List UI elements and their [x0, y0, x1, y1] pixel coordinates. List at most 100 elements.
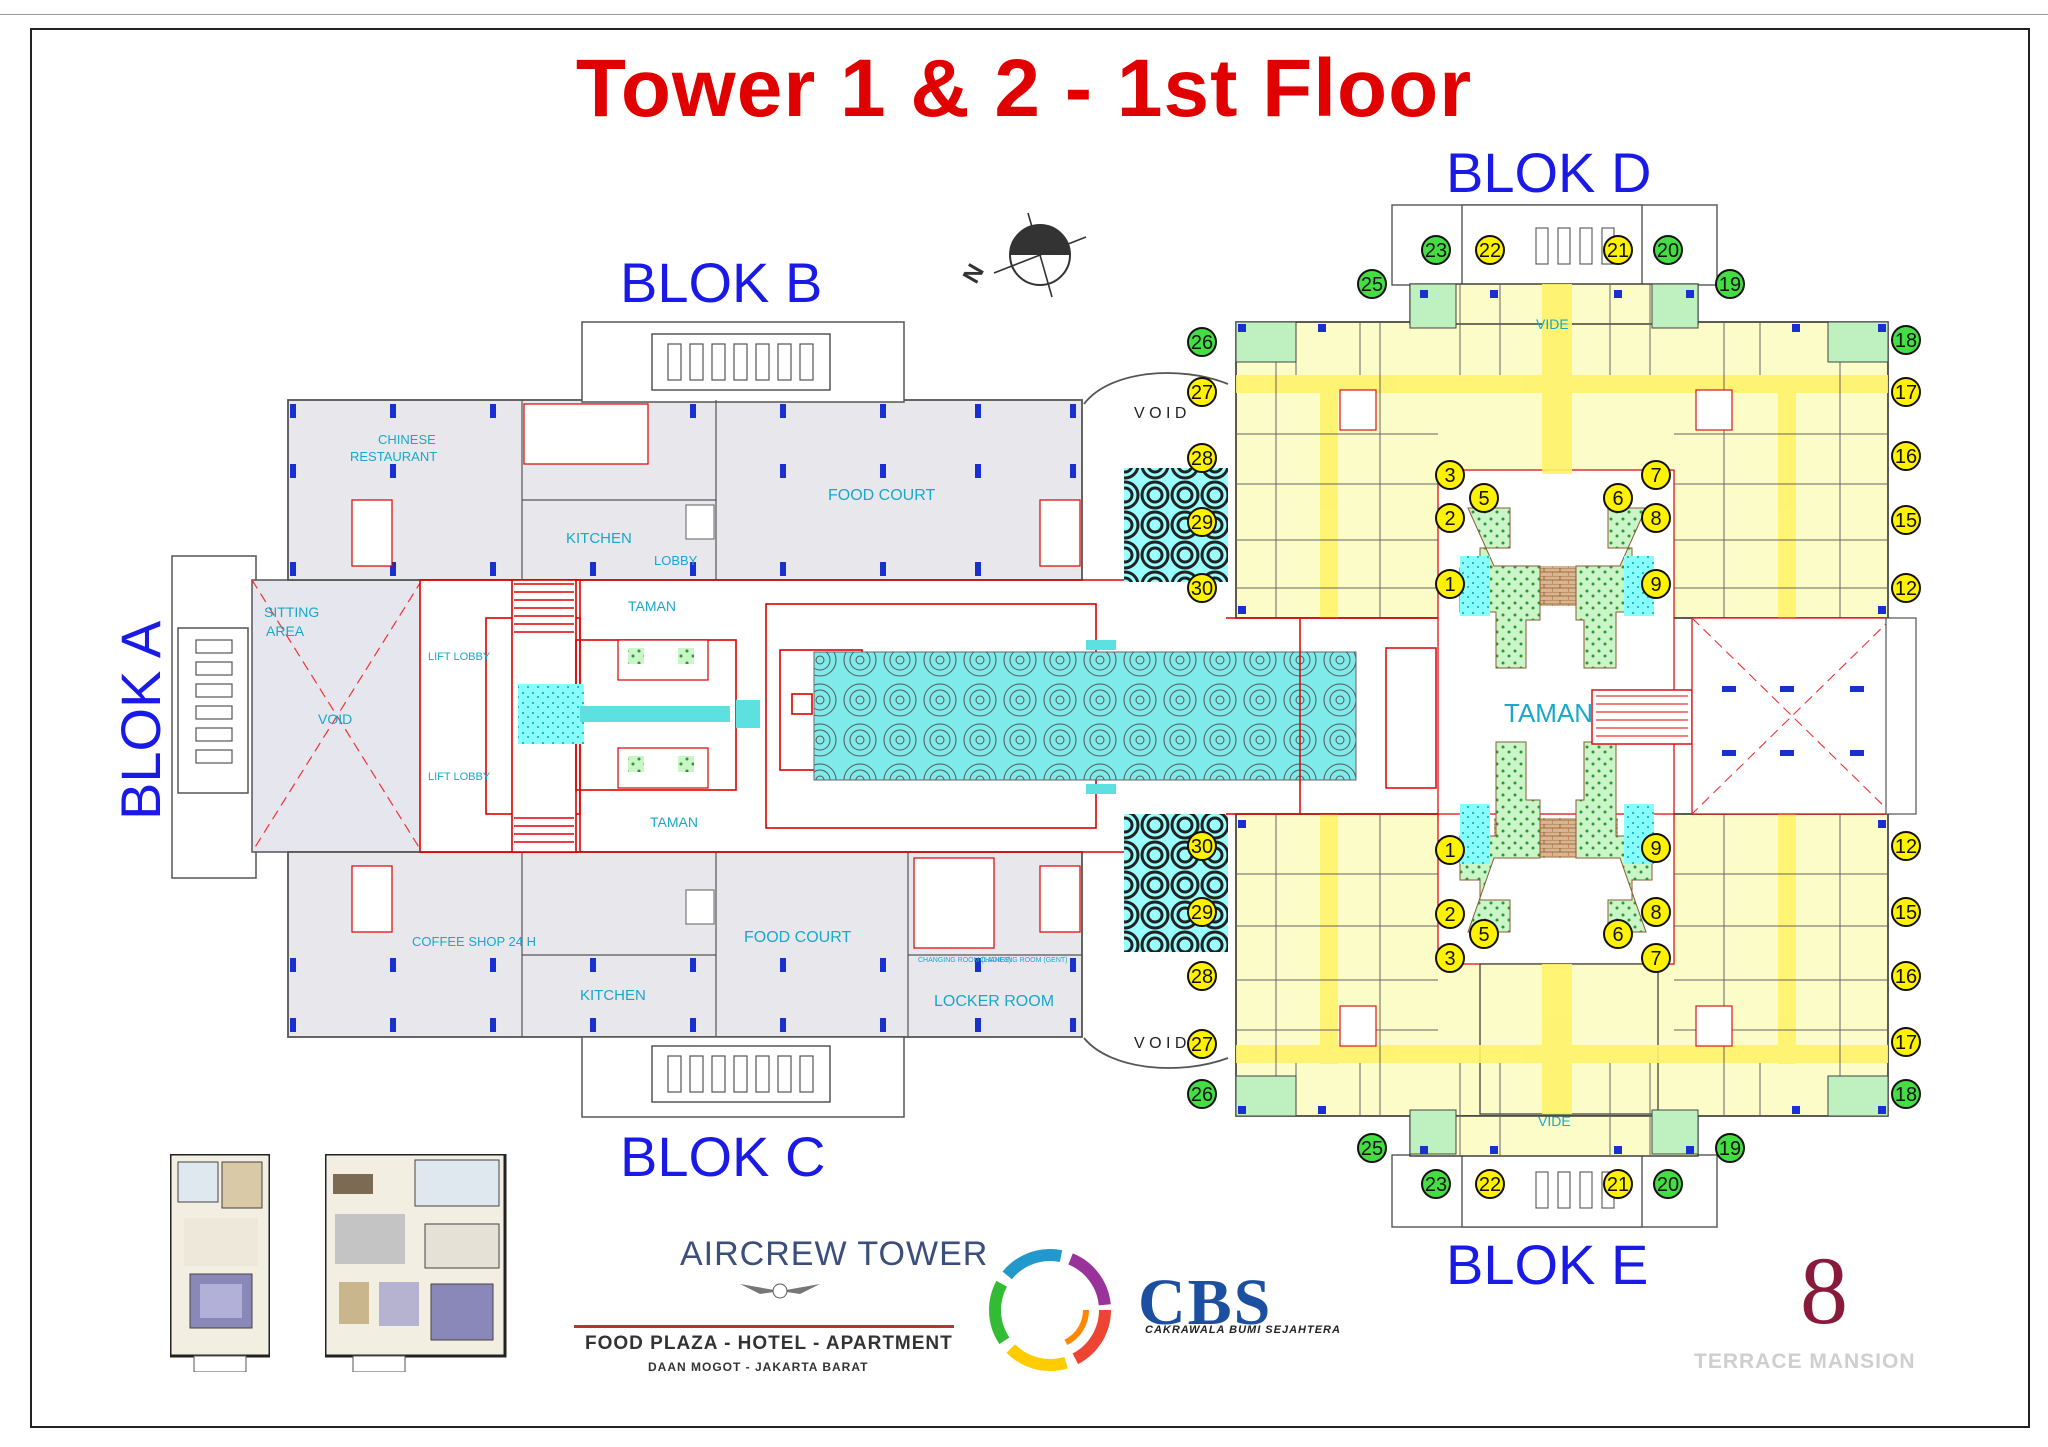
unit-number: 21 [1607, 1174, 1629, 1196]
terrace-mansion-logo: 8 [1800, 1237, 1848, 1344]
unit-marker-circle [1891, 377, 1921, 407]
unit-plan-studio [170, 1154, 270, 1372]
unit-marker-circle [1187, 443, 1217, 473]
unit-marker-circle [1187, 377, 1217, 407]
location-text: DAAN MOGOT - JAKARTA BARAT [648, 1360, 869, 1374]
label-lift-lobby-2: LIFT LOBBY [428, 771, 491, 783]
aircrew-logo: AIRCREW TOWER [680, 1235, 989, 1273]
unit-number: 17 [1895, 1032, 1917, 1054]
cbs-subtitle: CAKRAWALA BUMI SEJAHTERA [1145, 1324, 1341, 1336]
unit-number: 21 [1607, 240, 1629, 262]
label-blok-b: BLOK B [620, 251, 823, 314]
label-lift-lobby-1: LIFT LOBBY [428, 651, 491, 663]
unit-marker-circle [1435, 835, 1465, 865]
unit-marker-circle [1891, 897, 1921, 927]
label-vide-top: VIDE [1536, 316, 1569, 332]
unit-marker-circle [1187, 327, 1217, 357]
area-labels: CHINESE RESTAURANT FOOD COURT KITCHEN LO… [264, 316, 1593, 1129]
small-pool-west [518, 684, 584, 744]
water-channel [580, 706, 730, 722]
unit-number: 7 [1650, 465, 1661, 487]
unit-number: 3 [1444, 948, 1455, 970]
drawing-frame [30, 28, 2030, 1428]
cbs-ring-logo [989, 1249, 1111, 1371]
unit-number: 12 [1895, 578, 1917, 600]
unit-marker-circle [1641, 943, 1671, 973]
label-food-court-top: FOOD COURT [828, 487, 935, 504]
unit-number: 28 [1191, 448, 1213, 470]
unit-marker-circle [1715, 269, 1745, 299]
label-sitting-area-1: SITTING [264, 604, 319, 620]
unit-marker-circle [1641, 460, 1671, 490]
blok-a-wing [171, 555, 423, 879]
label-kitchen-top: KITCHEN [566, 530, 632, 547]
label-locker-room: LOCKER ROOM [934, 993, 1054, 1010]
unit-number: 6 [1612, 488, 1623, 510]
unit-marker-circle [1653, 1169, 1683, 1199]
label-blok-c: BLOK C [620, 1125, 826, 1188]
label-taman-bottom: TAMAN [650, 814, 698, 830]
terrace-mansion-text: TERRACE MANSION [1694, 1350, 1916, 1373]
label-changing-room-men: CHANGING ROOM (GENT) [980, 957, 1068, 964]
unit-number: 16 [1895, 446, 1917, 468]
central-pool [813, 651, 1357, 781]
unit-number: 19 [1719, 1138, 1741, 1160]
tagline: FOOD PLAZA - HOTEL - APARTMENT [585, 1333, 953, 1354]
unit-marker-circle [1435, 569, 1465, 599]
unit-number: 26 [1191, 1084, 1213, 1106]
unit-marker-circle [1603, 1169, 1633, 1199]
label-sitting-area-2: AREA [266, 623, 305, 639]
unit-marker-circle [1435, 943, 1465, 973]
unit-marker-circle [1421, 235, 1451, 265]
label-chinese-restaurant-2: RESTAURANT [350, 449, 437, 464]
unit-marker-circle [1641, 503, 1671, 533]
unit-number: 25 [1361, 274, 1383, 296]
unit-marker-circle [1187, 1079, 1217, 1109]
unit-number: 5 [1478, 488, 1489, 510]
unit-number: 26 [1191, 332, 1213, 354]
unit-number: 1 [1444, 574, 1455, 596]
label-lobby: LOBBY [654, 553, 698, 568]
unit-number: 9 [1650, 574, 1661, 596]
page-title: Tower 1 & 2 - 1st Floor [575, 43, 1473, 134]
podium-west [287, 321, 1083, 1118]
unit-number: 2 [1444, 904, 1455, 926]
label-void-bottom: V O I D [1134, 1035, 1186, 1052]
unit-marker-circle [1603, 483, 1633, 513]
unit-number: 7 [1650, 948, 1661, 970]
label-blok-a: BLOK A [109, 620, 172, 820]
unit-number: 19 [1719, 274, 1741, 296]
unit-marker-circle [1891, 505, 1921, 535]
label-taman-center: TAMAN [1504, 698, 1593, 728]
unit-number: 9 [1650, 838, 1661, 860]
unit-number: 18 [1895, 330, 1917, 352]
unit-plan-one-bedroom [325, 1154, 507, 1372]
cbs-logo: CBS [1138, 1266, 1273, 1339]
unit-marker-circle [1187, 573, 1217, 603]
unit-marker-circle [1435, 899, 1465, 929]
unit-number: 30 [1191, 578, 1213, 600]
unit-number: 3 [1444, 465, 1455, 487]
unit-number: 16 [1895, 966, 1917, 988]
unit-marker-circle [1469, 919, 1499, 949]
unit-marker-circle [1469, 483, 1499, 513]
label-food-court-bottom: FOOD COURT [744, 929, 851, 946]
unit-marker-circle [1603, 919, 1633, 949]
unit-marker-circle [1891, 961, 1921, 991]
unit-marker-circle [1891, 325, 1921, 355]
label-vide-bottom: VIDE [1538, 1113, 1571, 1129]
unit-marker-circle [1891, 573, 1921, 603]
unit-number: 29 [1191, 512, 1213, 534]
unit-marker-circle [1187, 831, 1217, 861]
label-blok-d: BLOK D [1446, 141, 1652, 204]
unit-marker-circle [1891, 441, 1921, 471]
unit-number: 6 [1612, 924, 1623, 946]
unit-marker-circle [1475, 1169, 1505, 1199]
unit-number: 1 [1444, 840, 1455, 862]
unit-marker-circle [1891, 831, 1921, 861]
label-taman-top: TAMAN [628, 598, 676, 614]
unit-marker-circle [1357, 269, 1387, 299]
unit-number: 23 [1425, 240, 1447, 262]
unit-number: 29 [1191, 902, 1213, 924]
